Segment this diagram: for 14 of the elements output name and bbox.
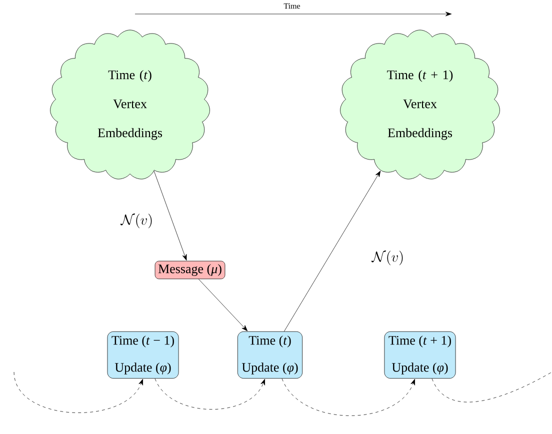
arrow	[282, 378, 415, 416]
arrow	[14, 372, 143, 413]
message-box: Message (μ)	[154, 260, 226, 280]
update-box: Time (t) Update (φ)	[237, 331, 303, 379]
edge-label: $\mathcal{N}(v)$	[120, 212, 154, 230]
arrow	[284, 170, 381, 332]
cloud-node: Time (t) Vertex Embeddings	[50, 30, 210, 180]
arrow	[154, 378, 265, 410]
edge-label: $\mathcal{N}(v)$	[370, 250, 406, 266]
cloud-node: Time (t + 1) Vertex Embeddings	[340, 30, 500, 180]
update-box: Time (t − 1) Update (φ)	[107, 331, 179, 379]
arrow	[198, 278, 248, 332]
axis-label: Time	[284, 3, 300, 9]
update-box: Time (t + 1) Update (φ)	[384, 331, 456, 379]
